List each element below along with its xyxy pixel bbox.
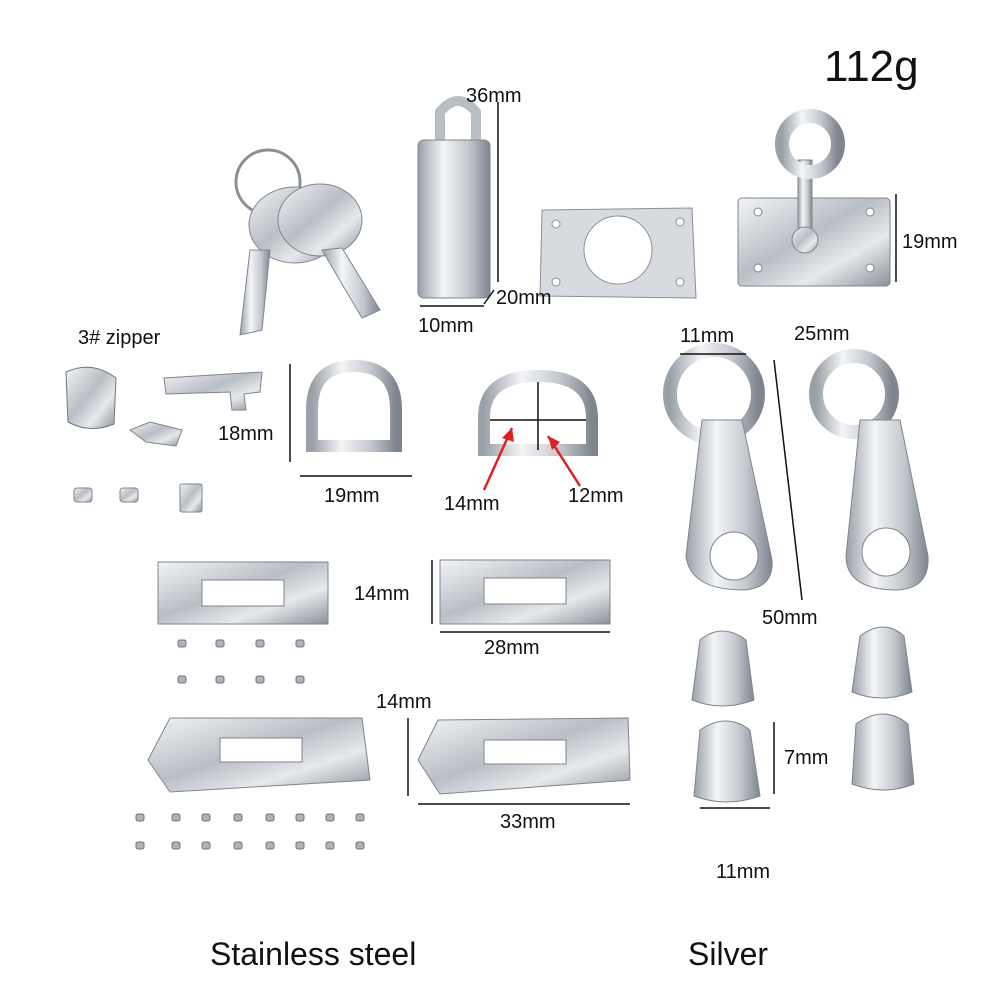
rivet-icon bbox=[215, 675, 225, 684]
silver-caption: Silver bbox=[688, 936, 769, 972]
stud-width-label: 11mm bbox=[716, 861, 771, 883]
rivet-icon bbox=[295, 813, 305, 822]
large-plate-height-label: 14mm bbox=[376, 691, 432, 713]
rivet-icon bbox=[355, 813, 365, 822]
rivet-icon bbox=[255, 639, 265, 648]
rivet-icon bbox=[171, 813, 181, 822]
rivet-icon bbox=[171, 841, 181, 850]
stud-height-label: 7mm bbox=[784, 747, 829, 769]
weight-label: 112g bbox=[824, 42, 919, 91]
rivet-icon bbox=[201, 841, 211, 850]
rivet-icon bbox=[135, 841, 145, 850]
rivet-icon bbox=[295, 639, 305, 648]
rivets-image bbox=[135, 639, 365, 850]
rivet-icon bbox=[295, 841, 305, 850]
eye-turn-lock-image bbox=[737, 109, 897, 287]
rivet-icon bbox=[201, 813, 211, 822]
rivet-icon bbox=[265, 841, 275, 850]
rivet-icon bbox=[215, 639, 225, 648]
rivet-icon bbox=[295, 675, 305, 684]
large-rectangle-plates-image bbox=[147, 717, 631, 805]
round-hole-plate-image bbox=[539, 207, 697, 299]
padlock-image bbox=[417, 96, 499, 307]
rivet-icon bbox=[233, 813, 243, 822]
lock-height-label: 36mm bbox=[466, 85, 522, 107]
snap-hook-clasps-image bbox=[663, 343, 929, 601]
rivet-icon bbox=[255, 675, 265, 684]
small-plate-height-label: 14mm bbox=[354, 583, 410, 605]
d-ring-images bbox=[289, 359, 598, 491]
rivet-icon bbox=[325, 841, 335, 850]
stud-feet-image bbox=[691, 626, 915, 809]
d-ring-inner-height-label: 12mm bbox=[568, 485, 624, 507]
small-plate-width-label: 28mm bbox=[484, 637, 540, 659]
zipper-parts-image bbox=[65, 366, 263, 513]
eye-plate-height-label: 19mm bbox=[902, 231, 958, 253]
stainless-steel-caption: Stainless steel bbox=[210, 936, 417, 972]
d-ring-height-label: 18mm bbox=[218, 423, 274, 445]
rivet-icon bbox=[355, 841, 365, 850]
zipper-label: 3# zipper bbox=[78, 327, 161, 349]
rivet-icon bbox=[325, 813, 335, 822]
keys-image bbox=[234, 148, 381, 336]
rivet-icon bbox=[265, 813, 275, 822]
large-plate-width-label: 33mm bbox=[500, 811, 556, 833]
small-rectangle-plates-image bbox=[157, 559, 611, 633]
eye-plate-width-label: 25mm bbox=[794, 323, 850, 345]
d-ring-width-label: 19mm bbox=[324, 485, 380, 507]
rivet-icon bbox=[233, 841, 243, 850]
d-ring-inner-width-label: 14mm bbox=[444, 493, 500, 515]
ring-inner-label: 11mm bbox=[680, 325, 735, 347]
rivet-icon bbox=[135, 813, 145, 822]
lock-depth-label: 20mm bbox=[496, 287, 552, 309]
rivet-icon bbox=[177, 639, 187, 648]
lock-width-label: 10mm bbox=[418, 315, 474, 337]
clasp-length-label: 50mm bbox=[762, 607, 818, 629]
rivet-icon bbox=[177, 675, 187, 684]
